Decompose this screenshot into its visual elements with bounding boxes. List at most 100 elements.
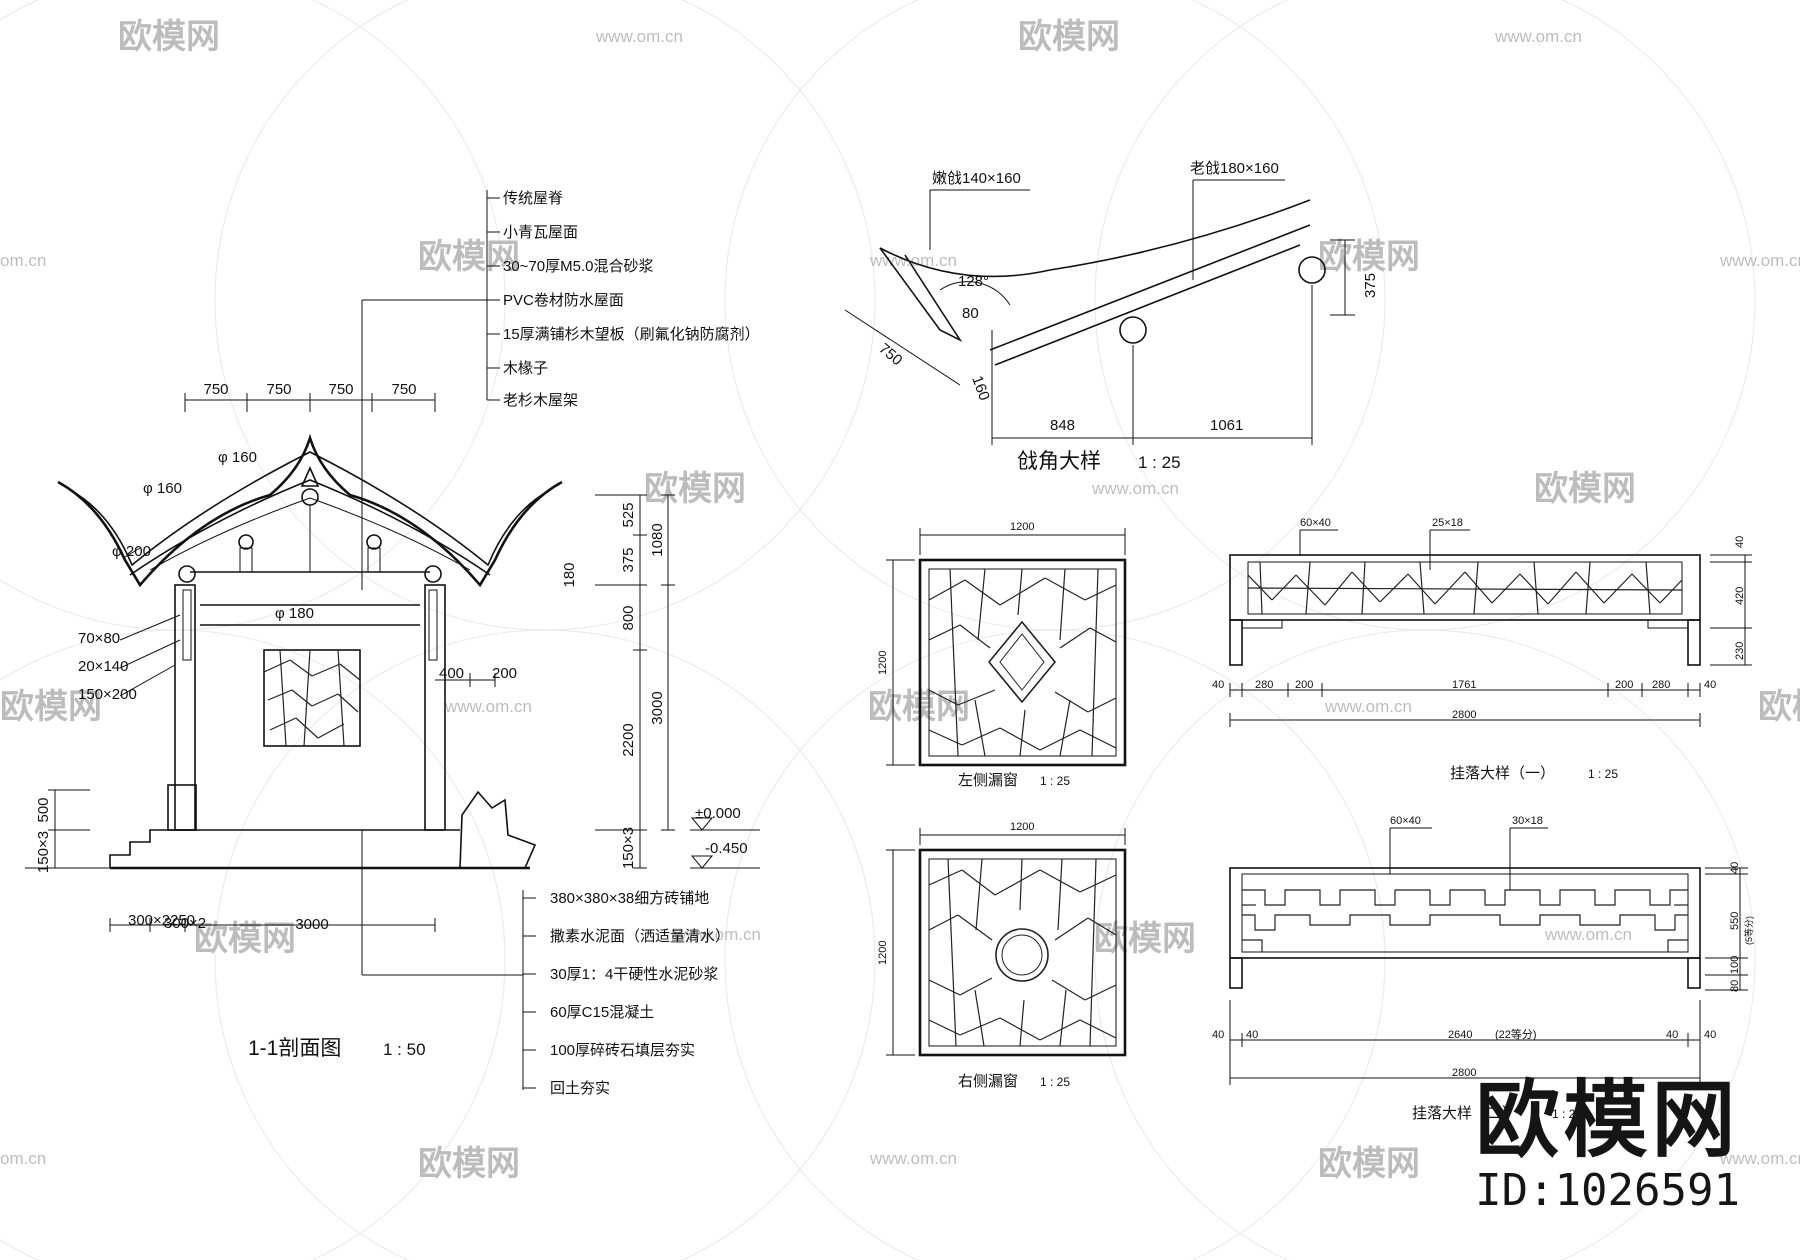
rockery: [459, 790, 537, 869]
watermark-logo: 欧模网: [418, 238, 520, 276]
fascia-label: 25×18: [1432, 517, 1463, 529]
eave-sprung-rafter: [879, 247, 963, 343]
fascia-dim: 280: [1652, 679, 1670, 691]
fascia-dim: 40: [1729, 862, 1741, 874]
eave-dim: 375: [1362, 273, 1379, 298]
floor-layer-label: 30厚1：4干硬性水泥砂浆: [550, 965, 718, 983]
roof-layer-label: 30~70厚M5.0混合砂浆: [503, 257, 653, 275]
dim-text: 300×2: [128, 912, 170, 929]
fascia-bracket: [1241, 619, 1283, 629]
fascia-dim: 40: [1734, 536, 1746, 548]
dim-text: 150×3: [620, 827, 637, 869]
section-dimension-lines: [25, 393, 760, 932]
dim-text: 3000: [295, 916, 328, 933]
dim-text: 1080: [649, 523, 666, 556]
left-lattice-window: 1200 1200 左侧漏窗 1 : 25: [877, 521, 1127, 789]
fascia-title: 挂落大样（一）: [1450, 765, 1555, 782]
roof-tile-line: [149, 497, 471, 571]
roof-layer-label: 传统屋脊: [503, 190, 563, 207]
watermark-url: www.om.cn: [1091, 479, 1179, 498]
eave-dimension-lines: [844, 179, 1355, 445]
level-label: ±0.000: [695, 805, 741, 822]
fascia-dim: (22等分): [1495, 1027, 1537, 1041]
right-lattice-window: 1200 1200 右侧漏窗 1 : 25: [877, 821, 1127, 1090]
roof-layer-label: PVC卷材防水屋面: [503, 292, 624, 309]
fascia-dim: 2800: [1452, 709, 1476, 721]
brand-watermark: 欧模网 ID:1026591: [1475, 1075, 1740, 1217]
fascia-lattice: [1247, 561, 1683, 615]
watermark-logo: 欧模网: [118, 18, 220, 56]
window-title: 右侧漏窗: [958, 1072, 1018, 1090]
diameter-label: φ 180: [275, 605, 314, 622]
roof-outline: [57, 433, 563, 588]
diameter-label: φ 160: [143, 480, 182, 497]
fascia-dim: 40: [1212, 1029, 1224, 1041]
dim-text: 500: [35, 797, 52, 822]
window-title: 左侧漏窗: [958, 771, 1018, 789]
fascia-dim: 2640: [1448, 1029, 1472, 1041]
window-height: 1200: [877, 941, 889, 965]
eave-dim: 160: [968, 374, 993, 403]
fascia-frame: [1229, 867, 1701, 959]
fascia-dim: 200: [1615, 679, 1633, 691]
fascia-label: 60×40: [1390, 815, 1421, 827]
eave-dim: 848: [1050, 417, 1075, 434]
watermark-url: www.om.cn: [1719, 1149, 1800, 1168]
strut: [367, 547, 381, 573]
window-width: 1200: [1010, 521, 1034, 533]
roof-inner-line: [69, 451, 551, 567]
dim-text: 200: [492, 665, 517, 682]
dim-text: 750: [203, 381, 228, 398]
watermark-logo: 欧模网: [1094, 920, 1196, 958]
eave-scale: 1 : 25: [1138, 453, 1181, 472]
purlin-circle: [424, 565, 442, 583]
fascia-post: [1687, 957, 1701, 989]
dim-text: 750: [328, 381, 353, 398]
fascia-label: 60×40: [1300, 517, 1331, 529]
purlin-circle: [301, 488, 319, 506]
roof-layer-label: 15厚满铺杉木望板（刷氟化钠防腐剂）: [503, 325, 760, 343]
floor-layer-label: 撒素水泥面（洒适量清水）: [550, 928, 730, 945]
dim-text: 375: [620, 547, 637, 572]
steps: [109, 829, 170, 868]
fascia-dimension-lines: [1229, 529, 1752, 727]
eave-dim: 1061: [1210, 417, 1243, 434]
window-width: 1200: [1010, 821, 1034, 833]
eave-rafter-lower: [994, 244, 1301, 366]
fascia-post: [1229, 957, 1243, 989]
fascia-frame: [1229, 554, 1701, 621]
fascia-inner-frame: [1241, 873, 1689, 953]
fascia-dim: 40: [1212, 679, 1224, 691]
roof-layer-label: 木椽子: [503, 360, 548, 377]
section-window-lattice: [263, 649, 361, 747]
fascia-dim: 420: [1734, 587, 1746, 605]
strut: [239, 547, 253, 573]
section-title: 1-1剖面图: [248, 1037, 341, 1060]
fascia-dim: 100: [1729, 956, 1741, 974]
watermark-url: www.om.cn: [673, 925, 761, 944]
watermark-url: om.cn: [0, 1149, 46, 1168]
window-height: 1200: [877, 651, 889, 675]
column-bracket: [182, 589, 192, 661]
eave-dim: 128°: [958, 273, 989, 290]
window-lattice: [928, 858, 1117, 1047]
watermark-url: www.om.cn: [1494, 27, 1582, 46]
floor-layer-label: 100厚碎砖石填层夯实: [550, 1042, 695, 1059]
watermark-url: www.om.cn: [444, 697, 532, 716]
section-leaders: [119, 190, 536, 1090]
fascia-post: [1229, 619, 1243, 666]
fascia-dim: 2800: [1452, 1067, 1476, 1079]
window-dimension-lines: [886, 828, 1126, 1056]
ridge-ornament: [300, 466, 320, 487]
eave-dim: 80: [962, 305, 979, 322]
level-label: -0.450: [705, 840, 748, 857]
eave-purlin: [1119, 316, 1147, 344]
fascia-dim: 40: [1246, 1029, 1258, 1041]
window-scale: 1 : 25: [1040, 774, 1070, 788]
member-size-label: 20×140: [78, 658, 128, 675]
section-scale: 1 : 50: [383, 1040, 426, 1059]
fascia-dim: 550: [1729, 912, 1741, 930]
window-frame-inner: [928, 858, 1117, 1047]
